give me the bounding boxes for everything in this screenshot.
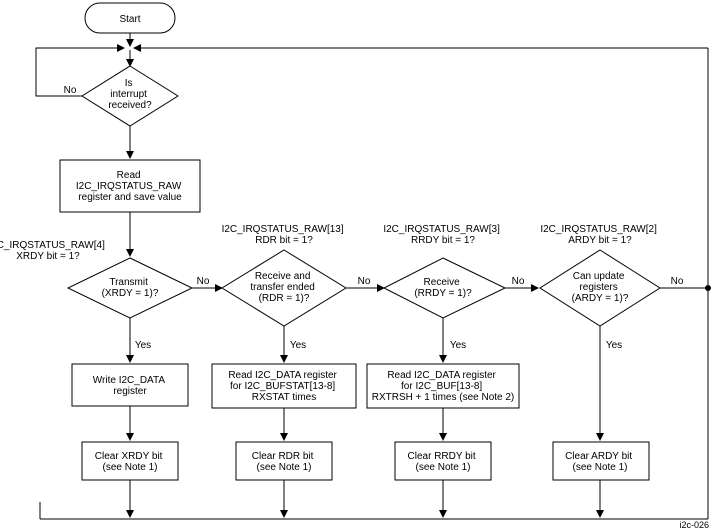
rdr-decision-text: Receive and transfer ended (RDR = 1)? (250, 271, 317, 304)
rdr-action-text: Read I2C_DATA register for I2C_BUFSTAT[1… (228, 370, 339, 403)
no-interrupt-label: No (64, 85, 77, 96)
rdr-no-label: No (358, 276, 371, 287)
rrdy-action-text: Read I2C_DATA register for I2C_BUF[13-8]… (372, 370, 515, 403)
read-status-text: Read I2C_IRQSTATUS_RAW register and save… (76, 170, 184, 203)
xrdy-decision-text: Transmit (XRDY = 1)? (102, 277, 159, 299)
junction-dot (705, 285, 711, 291)
xrdy-yes-label: Yes (135, 340, 151, 351)
ardy-clear-text: Clear ARDY bit (see Note 1) (565, 451, 635, 473)
xrdy-no-label: No (197, 276, 210, 287)
ardy-no-label: No (671, 276, 684, 287)
rrdy-clear-text: Clear RRDY bit (see Note 1) (408, 451, 479, 473)
xrdy-clear-text: Clear XRDY bit (see Note 1) (95, 451, 165, 473)
interrupt-decision-text: Is interrupt received? (108, 78, 152, 111)
rrdy-yes-label: Yes (450, 340, 466, 351)
start-label: Start (119, 14, 140, 25)
rdr-bit-label: I2C_IRQSTATUS_RAW[13] RDR bit = 1? (222, 224, 347, 246)
rdr-yes-label: Yes (290, 340, 306, 351)
xrdy-bit-label: I2C_IRQSTATUS_RAW[4] XRDY bit = 1? (0, 240, 108, 262)
no-interrupt-loop (35, 44, 125, 97)
ardy-yes-label: Yes (606, 340, 622, 351)
rdr-clear-text: Clear RDR bit (see Note 1) (252, 451, 316, 473)
xrdy-action-text: Write I2C_DATA register (93, 375, 167, 397)
figure-id: i2c-026 (679, 520, 709, 530)
rrdy-decision-text: Receive (RRDY = 1)? (414, 277, 472, 299)
ardy-bit-label: I2C_IRQSTATUS_RAW[2] ARDY bit = 1? (540, 224, 659, 246)
rrdy-bit-label: I2C_IRQSTATUS_RAW[3] RRDY bit = 1? (383, 224, 502, 246)
ardy-clear-box (552, 441, 650, 481)
rrdy-no-label: No (512, 276, 525, 287)
ardy-decision-text: Can update registers (ARDY = 1)? (572, 271, 629, 304)
